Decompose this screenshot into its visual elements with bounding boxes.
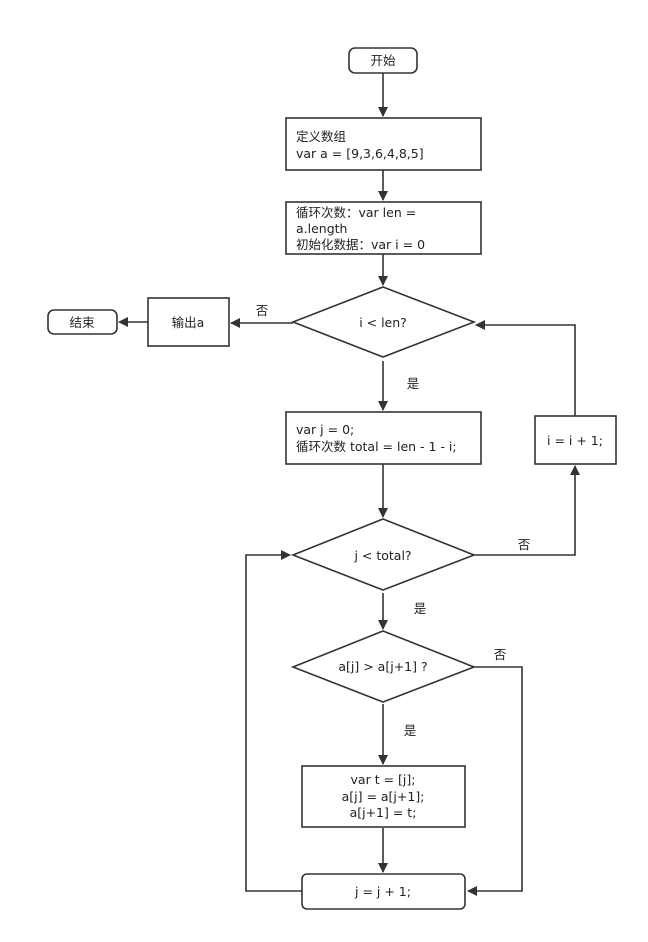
label-compare-no: 否	[494, 647, 507, 662]
node-swap-line-0: var t = [j];	[351, 772, 416, 787]
edges	[118, 73, 580, 896]
node-cond-compare-line-0: a[j] > a[j+1] ?	[338, 659, 427, 674]
node-increment-i-line-0: i = i + 1;	[547, 433, 603, 448]
node-swap-line-1: a[j] = a[j+1];	[342, 789, 425, 804]
label-cond-i-yes: 是	[407, 376, 420, 391]
edge-compare-no-to-increment-j	[467, 666, 523, 896]
edge-cond-j-no-to-increment-i	[474, 465, 580, 556]
edge-increment-j-to-cond-j	[245, 550, 302, 892]
node-define-array: 定义数组 var a = [9,3,6,4,8,5]	[285, 117, 482, 171]
node-increment-j-line-0: j = j + 1;	[354, 884, 411, 899]
node-output-a: 输出a	[147, 297, 230, 347]
node-output-a-line-0: 输出a	[172, 315, 205, 330]
node-cond-i-line-0: i < len?	[359, 315, 407, 330]
node-loop-init: 循环次数：var len = a.length 初始化数据：var i = 0	[285, 201, 482, 255]
node-loop-init-line-1: a.length	[296, 221, 347, 236]
node-start: 开始	[348, 47, 418, 74]
node-inner-init: var j = 0; 循环次数 total = len - 1 - i;	[285, 411, 482, 465]
node-define-array-line-0: 定义数组	[296, 129, 346, 144]
node-end-line-0: 结束	[69, 315, 95, 330]
node-swap-line-2: a[j+1] = t;	[350, 805, 417, 820]
node-swap: var t = [j]; a[j] = a[j+1]; a[j+1] = t;	[301, 765, 466, 828]
label-cond-i-no: 否	[256, 303, 269, 318]
node-end: 结束	[47, 309, 118, 335]
node-increment-i: i = i + 1;	[534, 415, 617, 465]
node-cond-j-line-0: j < total?	[353, 548, 411, 563]
label-cond-j-no: 否	[518, 537, 531, 552]
node-define-array-line-1: var a = [9,3,6,4,8,5]	[296, 146, 424, 161]
node-inner-init-line-1: 循环次数 total = len - 1 - i;	[296, 439, 457, 454]
node-cond-i: i < len?	[290, 286, 477, 358]
node-loop-init-line-0: 循环次数：var len =	[296, 205, 416, 220]
label-cond-j-yes: 是	[414, 601, 427, 616]
edge-labels: 否 是 否 是 否 是	[256, 303, 531, 738]
node-start-line-0: 开始	[370, 53, 396, 68]
node-loop-init-line-2: 初始化数据：var i = 0	[296, 237, 425, 252]
node-cond-j: j < total?	[290, 518, 477, 591]
node-inner-init-line-0: var j = 0;	[296, 422, 354, 437]
edge-increment-i-to-cond-i	[475, 320, 576, 416]
node-increment-j: j = j + 1;	[301, 873, 466, 910]
label-compare-yes: 是	[404, 723, 417, 738]
node-cond-compare: a[j] > a[j+1] ?	[290, 630, 477, 703]
